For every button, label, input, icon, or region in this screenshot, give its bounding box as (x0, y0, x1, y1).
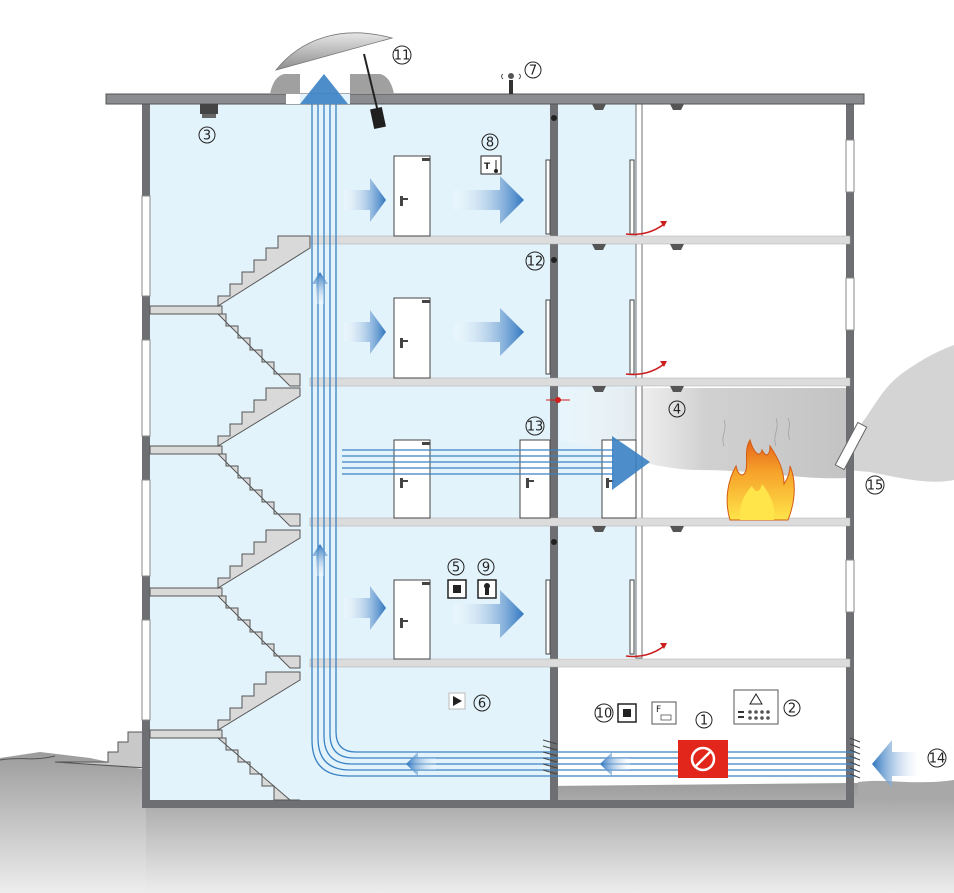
fire-control-panel-icon (678, 740, 728, 778)
stair-door-2 (393, 439, 431, 519)
stair-door-3 (393, 297, 431, 379)
thermostat-icon: T (480, 155, 502, 175)
key-switch-icon (477, 579, 497, 599)
svg-text:T: T (484, 162, 491, 172)
callout-4: 4 (673, 403, 681, 418)
entrance-steps (54, 731, 147, 769)
ground (146, 782, 954, 893)
callout-2: 2 (788, 702, 796, 717)
smoke-plume-exterior (846, 345, 954, 482)
floor-slab-3 (309, 377, 851, 387)
callout-12: 12 (527, 255, 544, 270)
floor-slab-2 (309, 517, 851, 527)
basement-partition (550, 660, 558, 800)
callout-11: 11 (394, 49, 411, 64)
callout-1: 1 (700, 714, 708, 729)
callout-14: 14 (929, 752, 946, 767)
callout-10: 10 (596, 707, 613, 722)
warning-keypad-icon (733, 689, 779, 725)
roof-exhaust-arrow (300, 74, 348, 104)
callout-9: 9 (482, 561, 490, 576)
basement-floor (142, 800, 854, 808)
doors (393, 155, 637, 660)
pressurization-arrows (300, 74, 920, 788)
callout-3: 3 (203, 129, 211, 144)
floor-slab-1 (309, 658, 851, 668)
manual-call-point-icon (447, 579, 467, 599)
callout-6: 6 (478, 697, 486, 712)
west-wall (142, 104, 150, 808)
stair-door-4 (393, 155, 431, 237)
callout-5: 5 (452, 561, 460, 576)
reset-panel-icon (617, 703, 637, 723)
roof-smoke-vent-icon (270, 32, 394, 130)
callout-7: 7 (529, 64, 537, 79)
lobby-pressurized-zone-lower (550, 522, 640, 658)
smoke-vent-window (834, 421, 868, 471)
svg-text:F: F (656, 705, 661, 715)
callout-8: 8 (486, 136, 494, 151)
fire-panel-F-icon: F (651, 701, 677, 725)
ground-left (0, 752, 146, 893)
inlet-air-arrow (872, 740, 920, 788)
smoke-detector-icon (592, 104, 684, 532)
airflow-lines (311, 104, 856, 777)
roof (105, 93, 865, 105)
weather-station-icon (501, 73, 521, 94)
smoke-fan-icon (200, 104, 218, 118)
play-button-icon (448, 692, 466, 710)
staircase (149, 235, 311, 801)
ground-right (858, 780, 954, 800)
callout-15: 15 (867, 479, 884, 494)
callout-labels: 1 2 3 4 5 6 7 8 9 10 11 12 13 14 15 (198, 45, 947, 768)
floor-slab-4 (309, 235, 851, 245)
lobby-door-2 (519, 439, 551, 519)
exhaust-arrows (625, 223, 665, 658)
fire-icon (726, 438, 795, 521)
callout-13: 13 (527, 420, 544, 435)
stair-door-1 (393, 579, 431, 660)
ground-line (0, 755, 56, 761)
